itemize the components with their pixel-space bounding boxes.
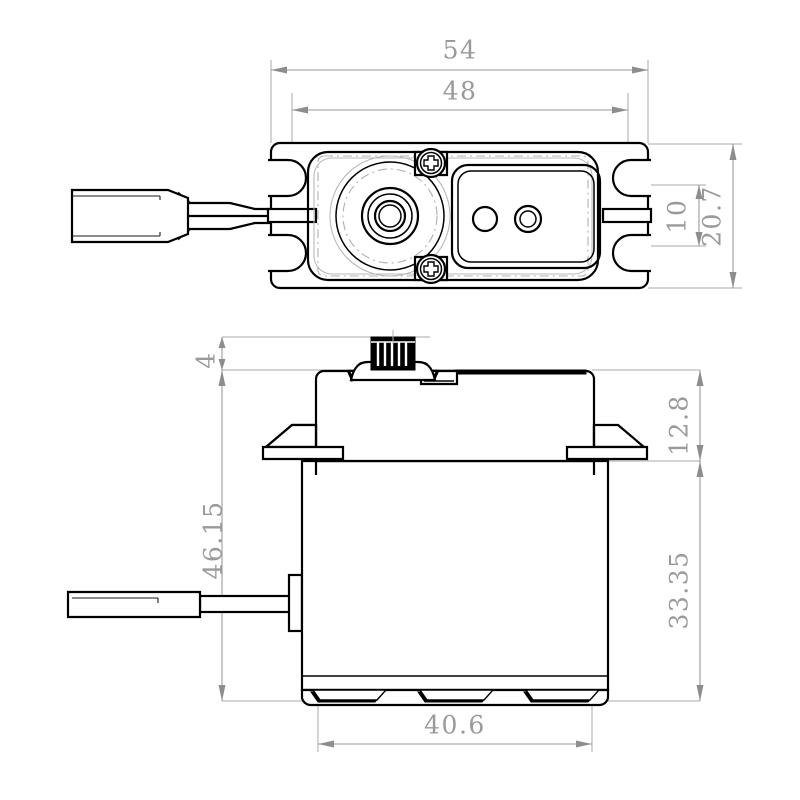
mount-slot-right-upper [611, 158, 651, 198]
mount-flange-right [565, 423, 649, 475]
dimension-12-8-label: 12.8 [665, 394, 694, 456]
top-view: 54 48 20.7 10 [70, 36, 742, 290]
output-shaft-top [329, 155, 451, 277]
mount-bar-right [601, 207, 653, 224]
dimension-46-15-label: 46.15 [199, 500, 228, 579]
dimension-48-label: 48 [443, 77, 478, 106]
dimension-12-8: 12.8 [665, 370, 704, 461]
dimension-48: 48 [292, 77, 628, 114]
mount-slot-right-lower [611, 233, 651, 273]
servo-cable-top [70, 188, 272, 244]
servo-upper-case [314, 369, 596, 463]
mount-bar-left [266, 207, 318, 224]
electronics-panel [450, 163, 602, 270]
mount-slot-left-lower [268, 233, 308, 273]
dimension-33-35: 33.35 [665, 461, 704, 701]
mount-flange-left [261, 423, 345, 475]
screw-top [413, 147, 449, 179]
servo-top-cover [306, 150, 600, 282]
dimension-33-35-label: 33.35 [665, 550, 694, 629]
side-view: 4 46.15 12.8 33.35 40.6 [66, 330, 704, 752]
mount-slot-left-upper [268, 158, 308, 198]
servo-base-feet [300, 688, 610, 707]
dimension-54: 54 [271, 36, 648, 74]
dimension-4-label: 4 [192, 351, 221, 368]
dimension-40-6: 40.6 [318, 711, 592, 748]
dimension-4: 4 [192, 337, 226, 370]
dimension-40-6-label: 40.6 [424, 711, 486, 740]
dimension-10-label: 10 [663, 199, 692, 234]
dimension-20-7: 20.7 [698, 144, 737, 288]
dimension-10: 10 [663, 185, 703, 246]
dimension-46-15: 46.15 [199, 370, 228, 701]
dimension-54-label: 54 [443, 36, 478, 65]
screw-bottom [413, 253, 449, 285]
dimension-20-7-label: 20.7 [698, 185, 727, 247]
servo-top-outline [269, 141, 650, 290]
servo-lower-case [300, 459, 610, 692]
servo-cable-side [66, 573, 304, 633]
